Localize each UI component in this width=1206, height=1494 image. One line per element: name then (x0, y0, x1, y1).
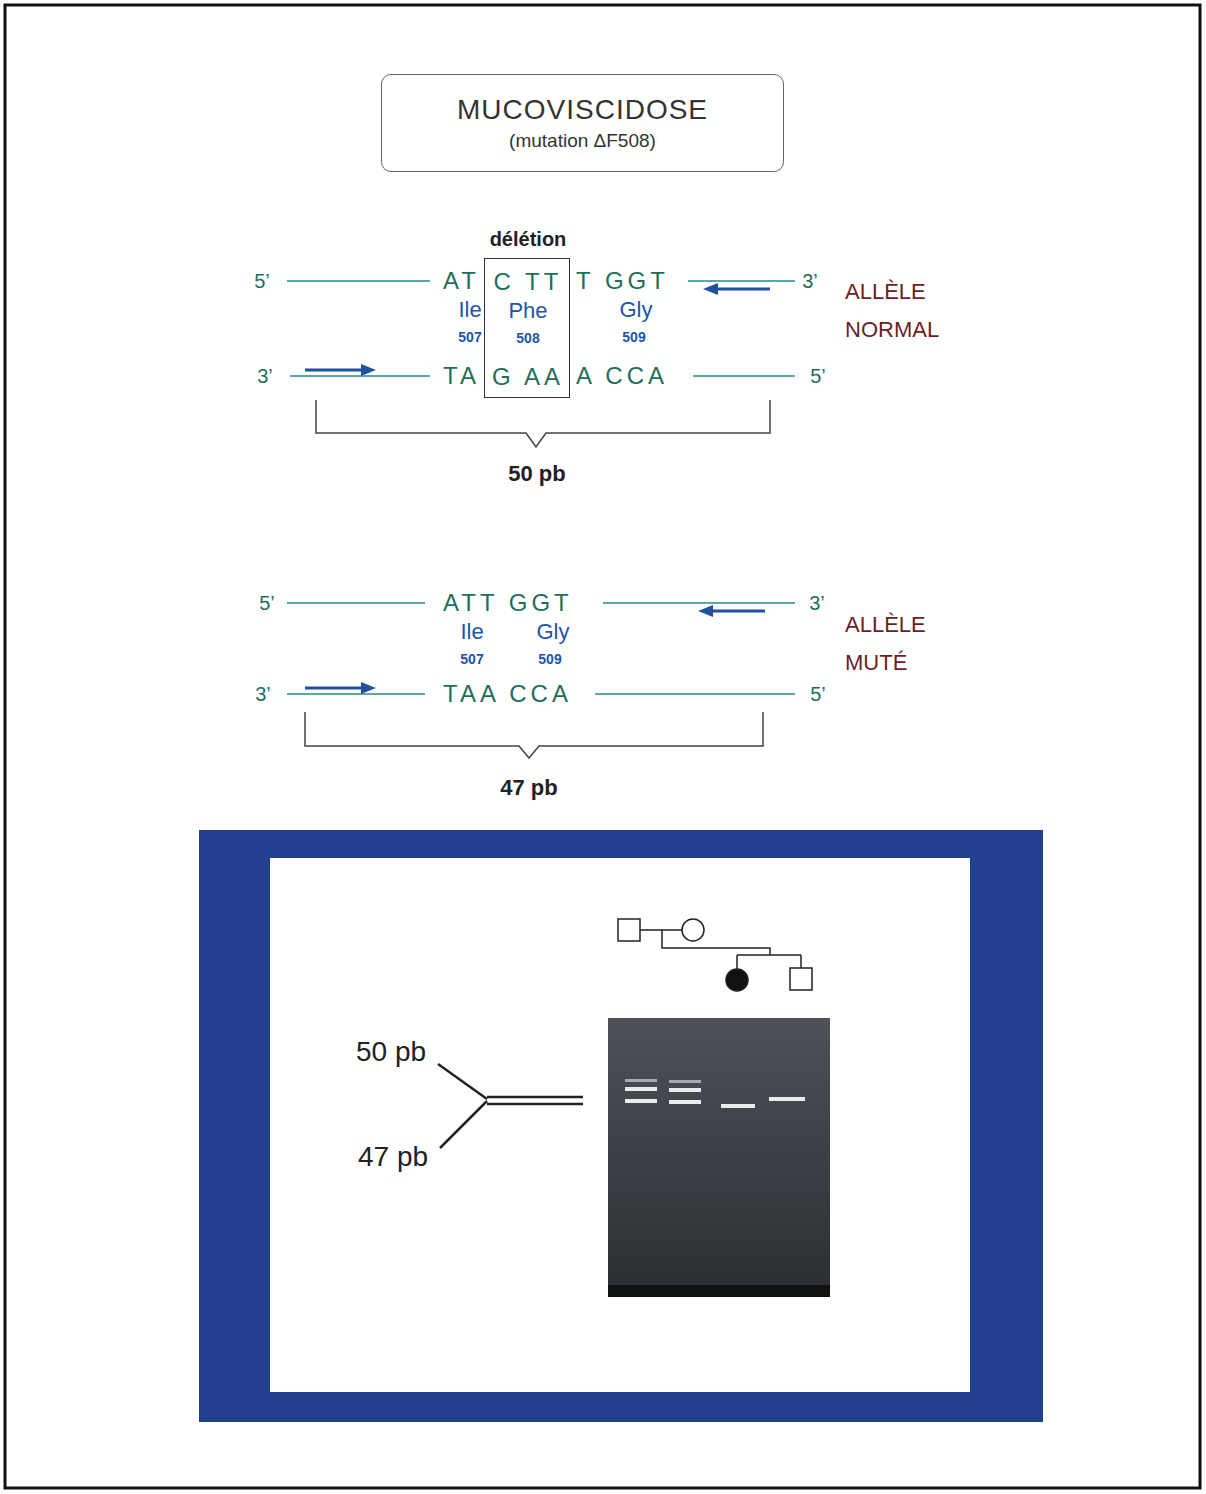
amino-acid: Gly (620, 297, 653, 322)
strand-end: 5’ (259, 592, 275, 615)
amino-acid: Gly (537, 619, 570, 644)
sequence: A CCA (576, 362, 668, 390)
codon-number: 507 (458, 329, 481, 345)
sequence: AT (443, 267, 480, 295)
amino-acid: Phe (508, 298, 547, 323)
allele-label: ALLÈLE MUTÉ (845, 606, 955, 682)
gel-background (270, 858, 970, 1392)
gel-frame (199, 830, 1043, 1422)
size-brackets (305, 400, 770, 758)
title-box: MUCOVISCIDOSE(mutation ΔF508) (381, 74, 784, 172)
deletion-label: délétion (490, 228, 567, 251)
deletion-box: délétionC TTPhe508G AA (484, 258, 570, 398)
page-frame (5, 5, 1200, 1488)
fragment-size: 47 pb (500, 775, 557, 800)
strand-end: 3’ (257, 365, 273, 388)
sequence: TA (443, 362, 480, 390)
size-marker: 50 pb (356, 1036, 426, 1068)
subtitle-text: (mutation ΔF508) (509, 128, 656, 154)
sequence: TAA CCA (443, 680, 572, 708)
codon-number: 509 (622, 329, 645, 345)
sequence: ATT GGT (443, 589, 573, 617)
strand-end: 5’ (810, 365, 826, 388)
amino-acid: Ile (460, 619, 483, 644)
fragment-size: 50 pb (508, 461, 565, 486)
sequence: G AA (492, 363, 564, 391)
title-text: MUCOVISCIDOSE (457, 92, 708, 128)
gel-leaders (438, 1064, 583, 1148)
primer-arrows (305, 283, 770, 694)
strand-end: 5’ (254, 270, 270, 293)
sequence: C TT (494, 268, 563, 296)
strand-end: 3’ (809, 592, 825, 615)
codon-number: 509 (538, 651, 561, 667)
strand-end: 5’ (810, 683, 826, 706)
size-marker: 47 pb (358, 1141, 428, 1173)
dna-strands (287, 281, 795, 694)
sequence: T GGT (576, 267, 669, 295)
codon-number: 507 (460, 651, 483, 667)
strand-end: 3’ (255, 683, 271, 706)
codon-number: 508 (516, 330, 539, 346)
gel-image (608, 1018, 830, 1297)
pedigree (618, 919, 812, 991)
strand-end: 3’ (802, 270, 818, 293)
gel-panel: 50 pb 47 pb (270, 858, 970, 1392)
amino-acid: Ile (458, 297, 481, 322)
allele-label: ALLÈLE NORMAL (845, 273, 955, 349)
